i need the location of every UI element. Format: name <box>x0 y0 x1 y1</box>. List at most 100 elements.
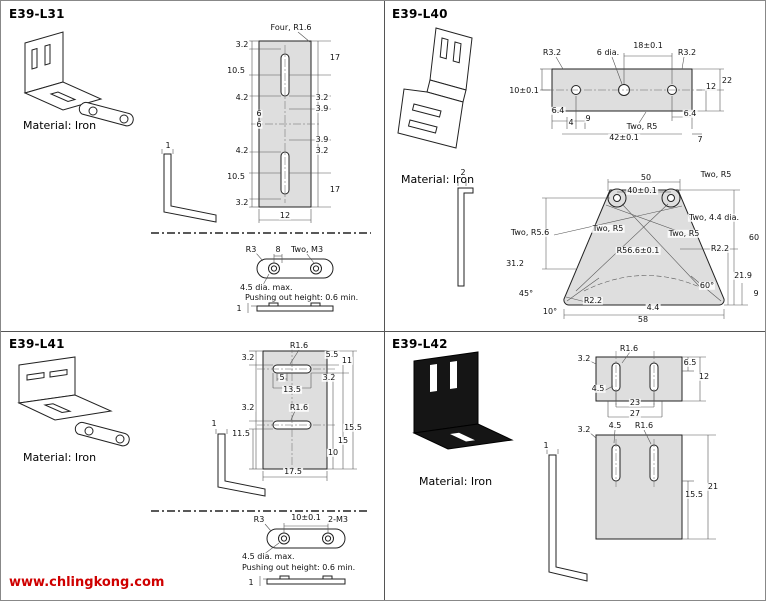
dimension-label: R3.2 <box>676 47 698 58</box>
dimension-label: 15.5 <box>343 422 363 433</box>
dimension-label: 6.4 <box>682 108 698 119</box>
dimension-label: 10 <box>326 447 340 458</box>
dimension-label: 45° <box>517 288 535 299</box>
e39-l42-figure <box>412 351 716 582</box>
horizontal-divider <box>1 331 765 332</box>
dimension-label: 5 <box>278 372 286 383</box>
dimension-label: 4.5 <box>590 383 606 394</box>
side-view <box>161 149 217 223</box>
dimension-label: 58 <box>636 314 650 325</box>
dimension-label: 3.2 <box>321 372 337 383</box>
dimension-label: 3.2 <box>240 402 256 413</box>
dimension-label: 21.9 <box>733 270 753 281</box>
dimension-label: 5.5 <box>324 349 340 360</box>
vertical-divider <box>384 1 385 600</box>
dimension-label: R56.6±0.1 <box>615 245 661 256</box>
dimension-label: 31.2 <box>505 258 525 269</box>
dimension-label: 6.4 <box>550 105 566 116</box>
dimension-label: 3.2 <box>576 424 592 435</box>
dimension-label: 6 dia. <box>595 47 621 58</box>
dimension-label: Two, R5 <box>667 228 701 239</box>
dimension-label: 9 <box>584 113 592 124</box>
dimension-label: 13.5 <box>282 384 302 395</box>
side-view <box>546 449 588 582</box>
dimension-label: Four, R1.6 <box>269 22 313 33</box>
dimension-label: Two, R5 <box>625 121 659 132</box>
material-label: Material: Iron <box>419 475 493 488</box>
dimension-label: 6 <box>255 108 263 119</box>
dimension-label: 12 <box>704 81 718 92</box>
dimension-label: 4 <box>567 117 575 128</box>
dimension-label: 6 <box>255 119 263 130</box>
bracket-3d-view <box>17 356 130 447</box>
dimension-label: Two, M3 <box>289 244 325 255</box>
dimension-label: 21 <box>706 481 720 492</box>
dimension-label: 11 <box>340 355 354 366</box>
dimension-label: Pushing out height: 0.6 min. <box>241 562 357 573</box>
panel-title: E39-L40 <box>392 7 448 21</box>
adapter-plate-view <box>259 523 346 586</box>
dimension-label: 17 <box>328 52 342 63</box>
dimension-label: 4.5 dia. max. <box>241 551 296 562</box>
dimension-label: 1 <box>210 418 218 429</box>
dimension-view-top <box>540 53 724 135</box>
dimension-label: 10±0.1 <box>508 85 540 96</box>
dimension-label: 2-M3 <box>327 514 349 525</box>
dimension-label: 27 <box>628 408 642 419</box>
dimension-label: 17.5 <box>283 466 303 477</box>
dimension-label: 3.2 <box>314 145 330 156</box>
dimension-label: R1.6 <box>633 420 655 431</box>
watermark: www.chlingkong.com <box>9 575 165 590</box>
dimension-label: 3.2 <box>234 197 250 208</box>
dimension-label: 17 <box>328 184 342 195</box>
dimension-label: 2 <box>459 167 467 178</box>
e39-l41-figure <box>17 345 369 586</box>
dimension-view-top <box>587 351 706 418</box>
dimension-view-main <box>249 345 357 481</box>
dimension-label: 4.5 dia. max. <box>239 282 294 293</box>
dimension-label: 7 <box>696 134 704 145</box>
dimension-label: 1 <box>164 140 172 151</box>
dimension-label: R3 <box>244 244 258 255</box>
dimension-label: R2.2 <box>709 243 731 254</box>
dimension-label: Two, 4.4 dia. <box>687 212 741 223</box>
dimension-label: 50 <box>639 172 653 183</box>
e39-l31-figure <box>23 31 371 313</box>
dimension-label: 3.2 <box>576 353 592 364</box>
dimension-view-bottom <box>587 429 716 540</box>
dimension-label: 3.2 <box>234 39 250 50</box>
dimension-label: Pushing out height: 0.6 min. <box>244 292 360 303</box>
dimension-label: 1 <box>235 303 243 314</box>
dimension-label: 10.5 <box>226 171 246 182</box>
dimension-label: R1.6 <box>288 402 310 413</box>
dimension-label: 4.4 <box>645 302 661 313</box>
dimension-label: 23 <box>628 397 642 408</box>
dimension-label: 40±0.1 <box>626 185 658 196</box>
dimension-label: 4.5 <box>607 420 623 431</box>
dimension-label: 12 <box>278 210 292 221</box>
panel-e39-l42: E39-L42 Material: Iron R1.6 3.2 6.5 12 4.5 23… <box>384 331 765 600</box>
adapter-plate-view <box>247 252 334 313</box>
dimension-label: 60 <box>747 232 761 243</box>
dimension-label: R3.2 <box>541 47 563 58</box>
material-label: Material: Iron <box>23 119 97 132</box>
dimension-label: 4.2 <box>234 145 250 156</box>
panel-title: E39-L41 <box>9 337 65 351</box>
dimension-label: 3.2 <box>314 92 330 103</box>
dimension-label: Two, R5 <box>699 169 733 180</box>
dimension-label: 60° <box>698 280 716 291</box>
panel-title: E39-L42 <box>392 337 448 351</box>
material-label: Material: Iron <box>23 451 97 464</box>
dimension-view-main <box>249 31 331 223</box>
dimension-label: 18±0.1 <box>632 40 664 51</box>
dimension-label: 6.5 <box>682 357 698 368</box>
dimension-label: 12 <box>697 371 711 382</box>
dimension-label: 42±0.1 <box>608 132 640 143</box>
side-view <box>457 181 474 287</box>
bracket-3d-view <box>397 27 473 149</box>
dimension-label: 11.5 <box>231 428 251 439</box>
dimension-label: 1 <box>542 440 550 451</box>
